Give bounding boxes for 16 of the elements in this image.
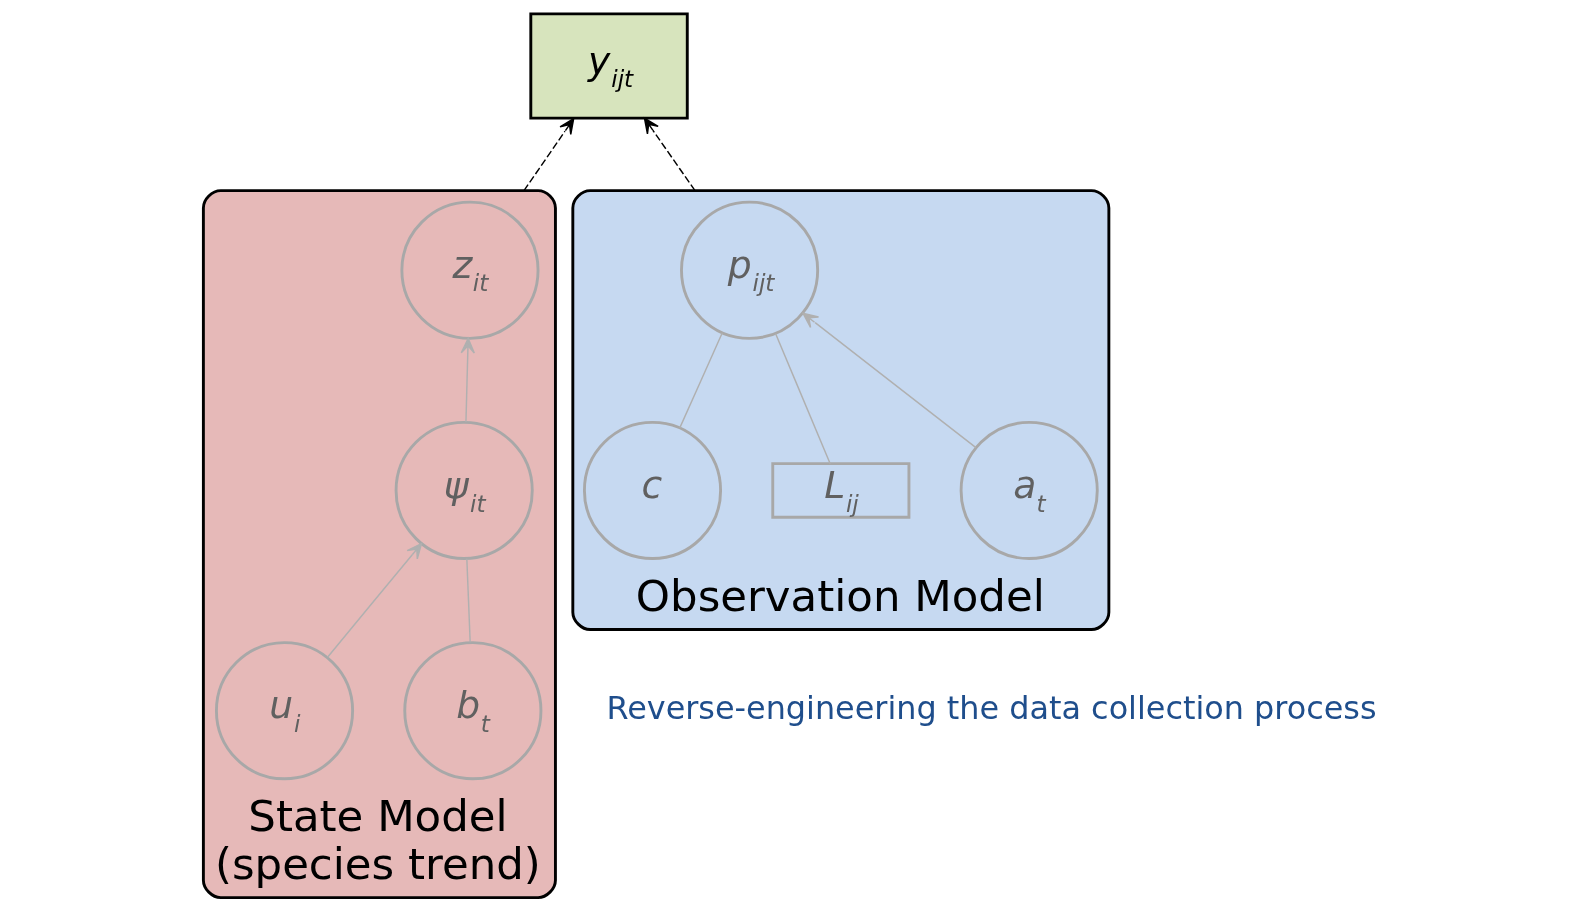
arrow (460, 337, 476, 423)
arrow (523, 117, 575, 192)
arrow (643, 117, 696, 192)
node-circle: z$_{it}$ (400, 200, 540, 340)
connector (679, 332, 724, 429)
node-circle: a$_{t}$ (959, 420, 1099, 561)
connector (774, 332, 831, 465)
node-circle: u$_{i}$ (214, 641, 355, 781)
node-circle: b$_{t}$ (403, 641, 543, 781)
node-box: y$_{ijt}$ (529, 12, 689, 120)
arrow (802, 312, 977, 449)
node-circle: c (582, 420, 723, 561)
connector (466, 557, 471, 643)
arrow (326, 542, 423, 658)
label: Reverse-engineering the data collection process (606, 688, 1377, 727)
node-box: L$_{ij}$ (771, 462, 911, 519)
